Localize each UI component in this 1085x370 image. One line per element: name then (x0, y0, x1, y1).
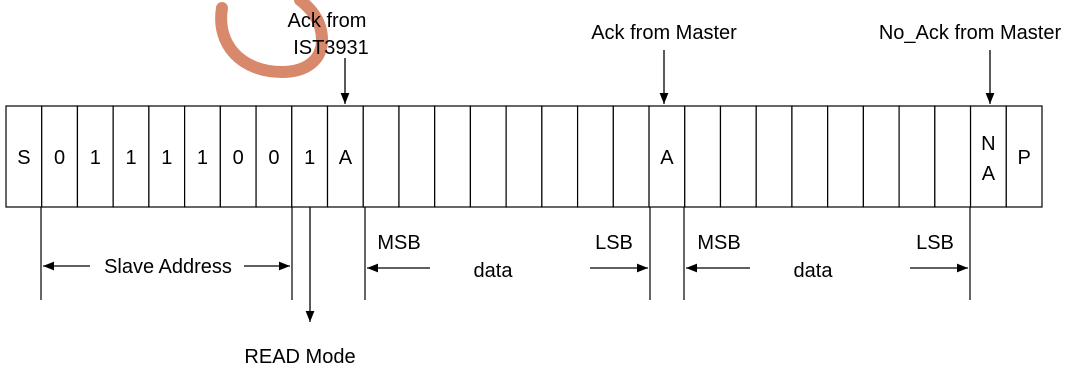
slave-address-label: Slave Address (104, 256, 232, 278)
frame-cell (76, 105, 114, 208)
frame-cell (1005, 105, 1043, 208)
watermark-ring (215, 0, 329, 79)
frame-cell-label: A (339, 147, 353, 169)
read-mode-label: READ Mode (244, 346, 355, 368)
frame-cell (898, 105, 936, 208)
frame-cell-label: 0 (233, 147, 244, 169)
frame-cell (469, 105, 507, 208)
frame-cell (576, 105, 614, 208)
frame-cell (326, 105, 364, 208)
frame-cell (827, 105, 864, 208)
frame-cell-label: 1 (197, 147, 208, 169)
frame-cell-label: 1 (304, 147, 315, 169)
frame-cell-label: 1 (125, 147, 136, 169)
data2-msb-label: MSB (697, 232, 740, 254)
frame-cell (684, 105, 722, 208)
data1-lsb-label: LSB (595, 232, 633, 254)
frame-cell (398, 105, 436, 208)
frame-cell (648, 105, 686, 208)
data2-lsb-label: LSB (916, 232, 954, 254)
frame-cell-label: 0 (54, 147, 65, 169)
frame-cell (719, 105, 757, 208)
data1-msb-label: MSB (377, 232, 420, 254)
frame-cell (505, 105, 543, 208)
frame-cell (184, 105, 221, 208)
data1-label: data (474, 260, 514, 282)
frame-cell (969, 105, 1007, 208)
frame-cell (291, 105, 329, 208)
frame-cell-label: 0 (268, 147, 279, 169)
frame-cell (541, 105, 579, 208)
frame-cell-label: 1 (90, 147, 101, 169)
frame-cell (362, 105, 400, 208)
frame-cell-label: A (660, 147, 674, 169)
frame-cell (41, 105, 79, 208)
ack-from-master-label: Ack from Master (591, 22, 737, 44)
frame-cell (434, 105, 472, 208)
frame-cell (612, 105, 650, 208)
frame-cell (934, 105, 972, 208)
frame-cell (862, 105, 900, 208)
ack-from-ist3931-label-line1: Ack from (288, 10, 367, 32)
frame-cell-label: 1 (161, 147, 172, 169)
frame-cell (791, 105, 829, 208)
no-ack-from-master-label: No_Ack from Master (879, 22, 1062, 44)
data2-label: data (794, 260, 834, 282)
frame-cell-label: A (982, 163, 996, 185)
frame-cell (755, 105, 793, 208)
frame-cell-label: N (981, 133, 995, 155)
ack-from-ist3931-label-line2: IST3931 (293, 37, 369, 59)
frame-cell-label: P (1017, 147, 1030, 169)
frame-cell-label: S (17, 147, 30, 169)
